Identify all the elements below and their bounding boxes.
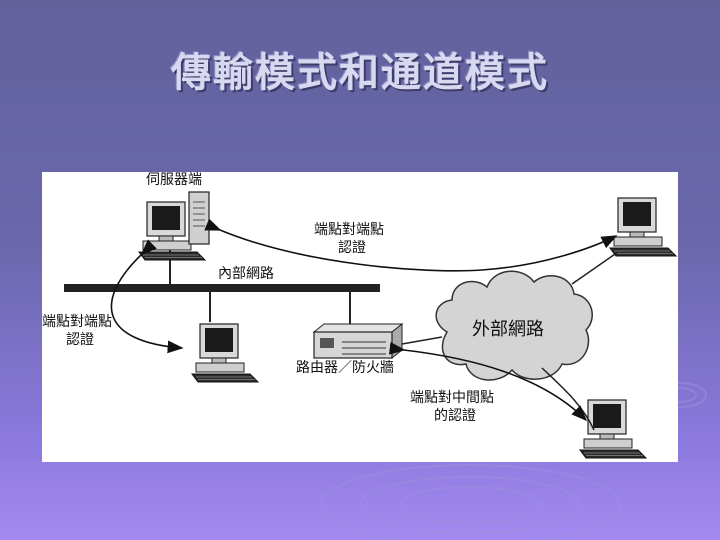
internal-network-label: 內部網路 — [218, 266, 274, 282]
e2e-left-arrow — [110, 239, 184, 354]
e2e-left-label-line2: 認證 — [66, 332, 94, 348]
cloud-to-bottom-pc-line — [541, 367, 595, 431]
e2m-arrow — [388, 341, 588, 422]
slide-title: 傳輸模式和通道模式 — [171, 50, 549, 96]
e2m-label-line1: 端點對中間點 — [410, 390, 494, 406]
router-firewall-label: 路由器／防火牆 — [296, 360, 394, 376]
e2m-label-line2: 的認證 — [434, 408, 476, 424]
e2e-left-label-line1: 端點對端點 — [42, 314, 112, 330]
router-firewall-device — [312, 322, 404, 360]
e2e-top-label-line1: 端點對端點 — [314, 222, 384, 238]
remote-computer-top — [609, 197, 677, 257]
e2e-top-label-line2: 認證 — [338, 240, 366, 256]
server-computer — [138, 191, 210, 261]
network-diagram: 伺服器端 端點對端點 認證 內部網路 端點對端點 認證 路由器／防火牆 外部網路… — [42, 172, 678, 462]
cloud-to-top-pc-line — [571, 251, 619, 285]
router-to-cloud-line — [401, 336, 443, 345]
internal-client-computer — [191, 323, 259, 383]
internal-network-bus — [64, 284, 380, 292]
e2e-top-arrow — [204, 218, 618, 272]
remote-computer-bottom — [579, 399, 647, 459]
server-label: 伺服器端 — [146, 172, 202, 188]
external-network-label: 外部網路 — [472, 319, 544, 340]
diagram-canvas — [64, 191, 677, 459]
